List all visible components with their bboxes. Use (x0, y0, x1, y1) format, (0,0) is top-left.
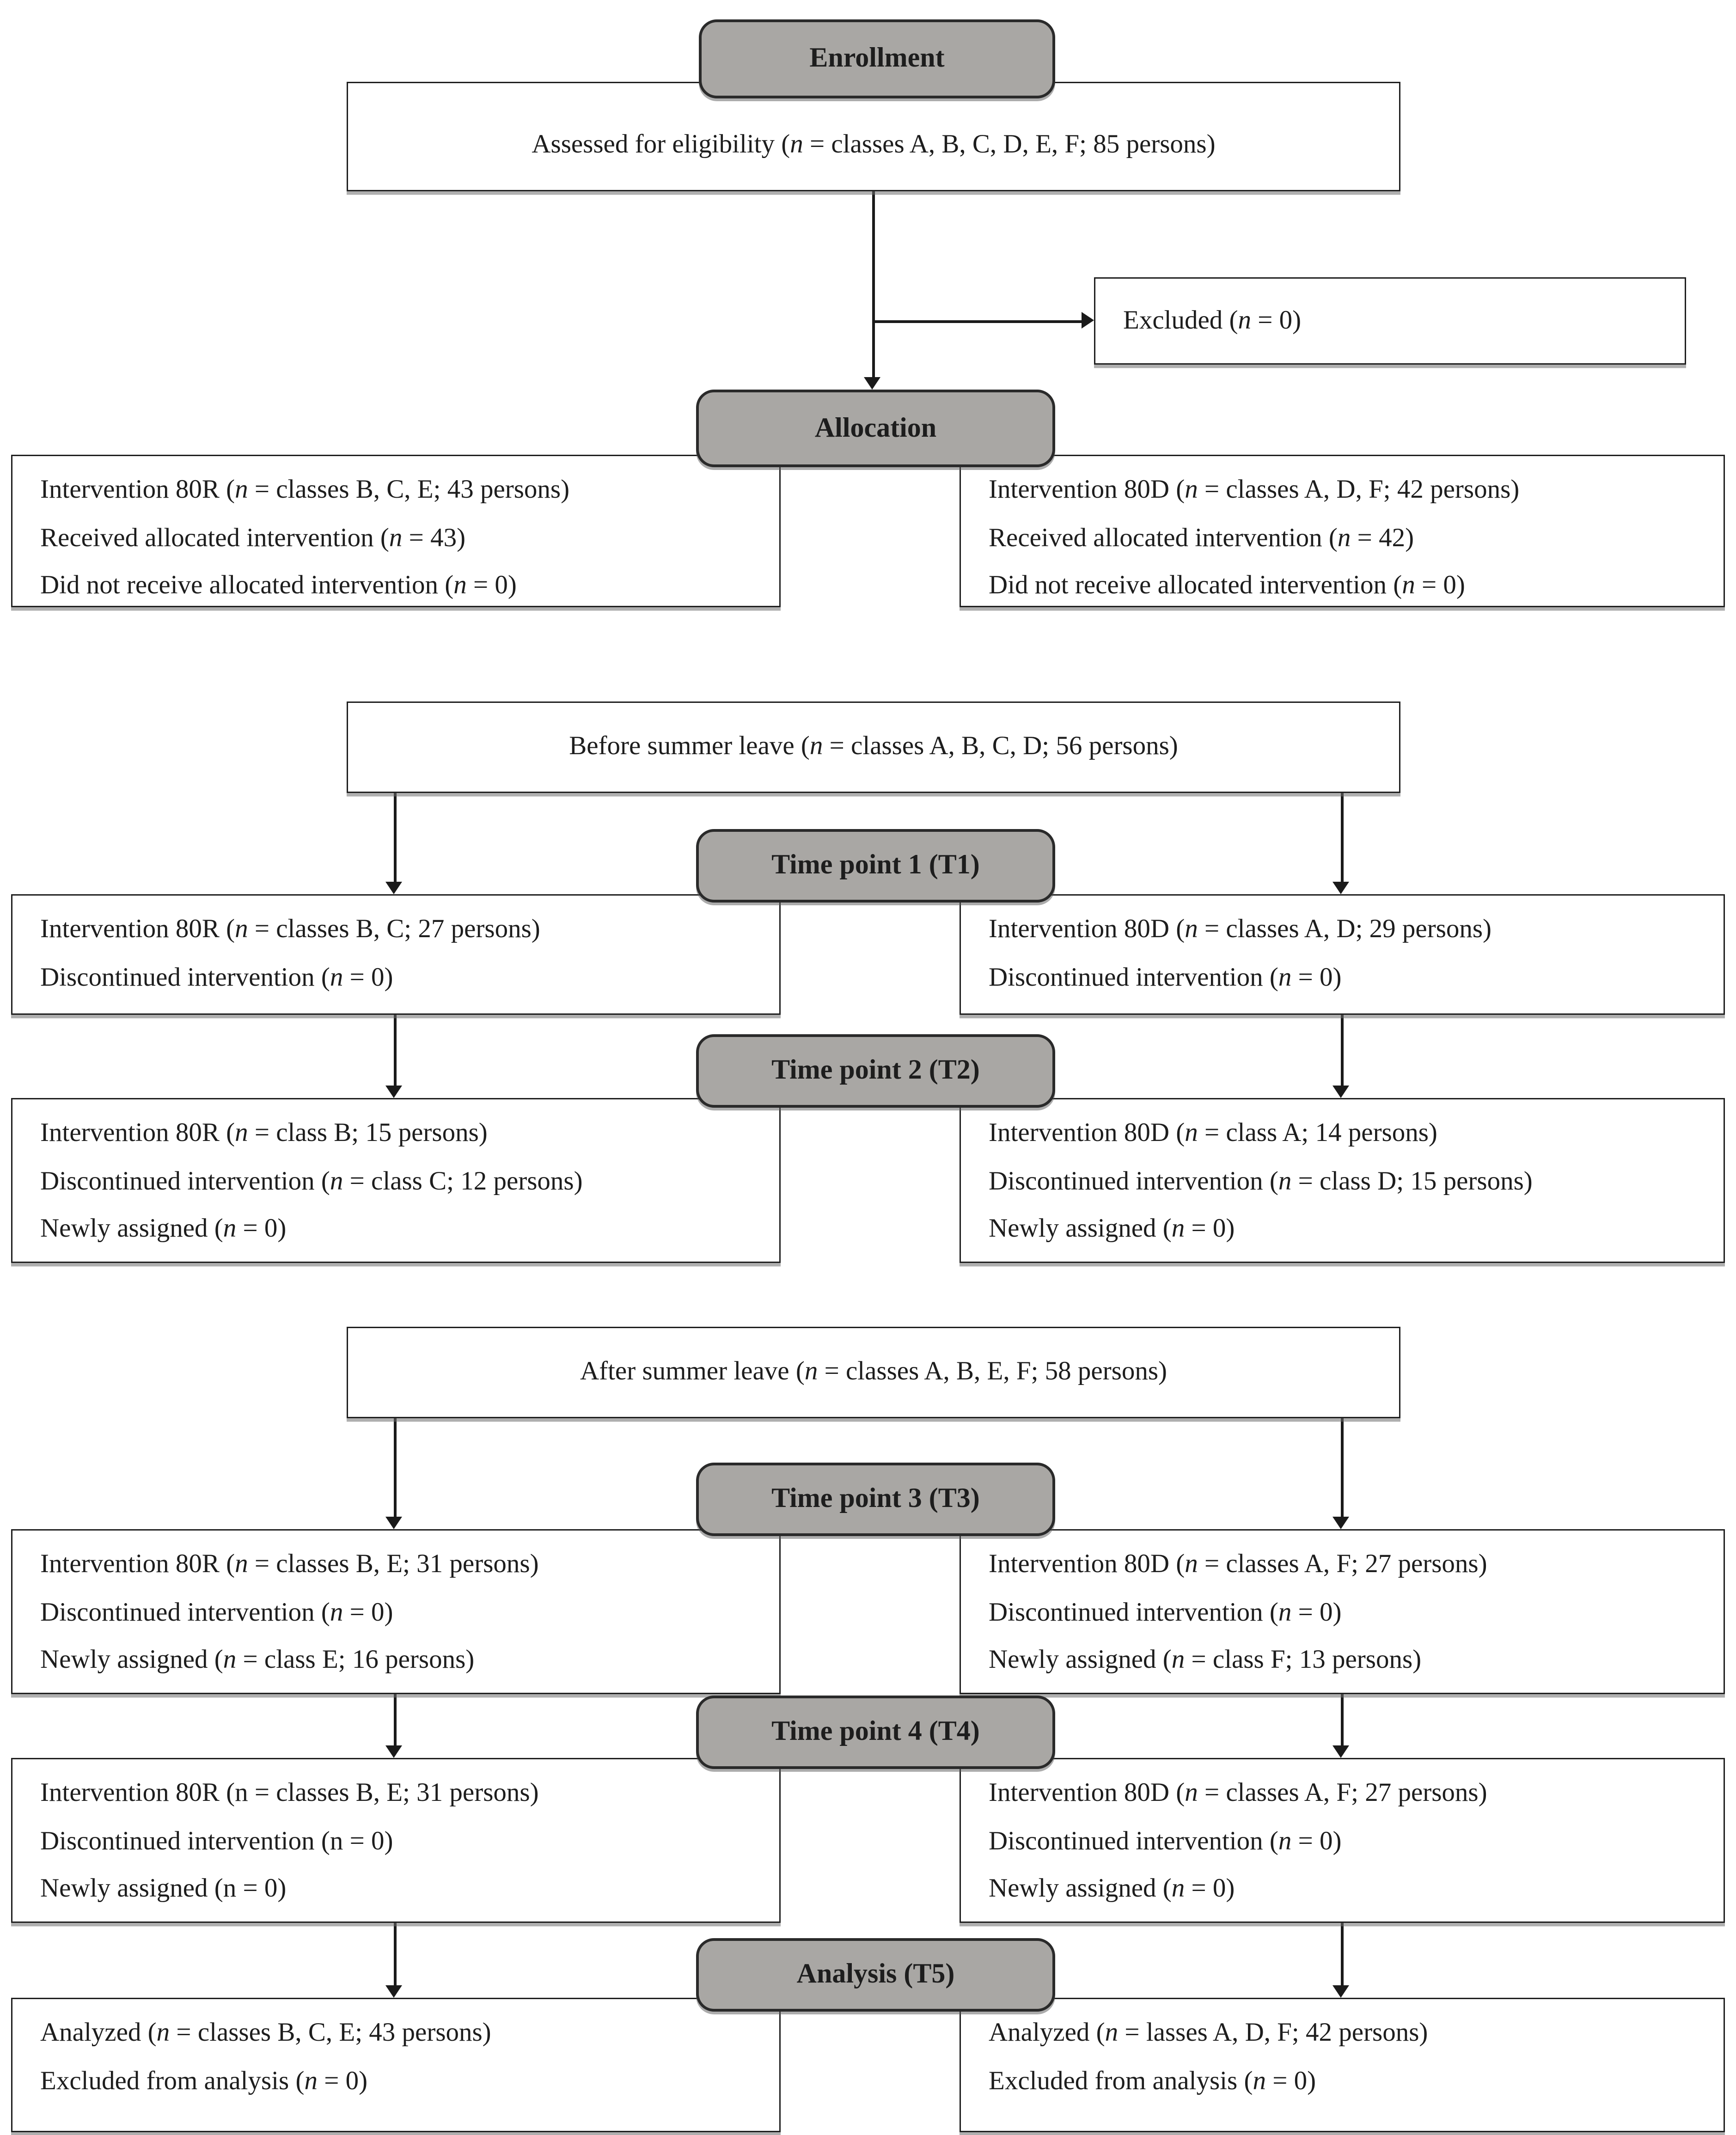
text-line: Did not receive allocated intervention (… (40, 571, 517, 600)
arrow-down-icon (1333, 1985, 1349, 1998)
t3-left-box: Intervention 80R (n = classes B, E; 31 p… (11, 1529, 781, 1694)
connector-line (1341, 793, 1344, 883)
analysis-right-box: Analyzed (n = lasses A, D, F; 42 persons… (960, 1998, 1725, 2132)
text-line: Excluded (n = 0) (1123, 305, 1302, 335)
text-line: Discontinued intervention (n = 0) (40, 1826, 393, 1856)
text-line: Analyzed (n = classes B, C, E; 43 person… (40, 2019, 491, 2048)
arrow-down-icon (864, 377, 880, 390)
connector-line (394, 793, 397, 883)
stage-pill-t1: Time point 1 (T1) (696, 829, 1055, 903)
arrow-down-icon (385, 1985, 402, 1998)
text-line: Intervention 80R (n = classes B, E; 31 p… (40, 1550, 539, 1579)
connector-line (1341, 1923, 1344, 1987)
stage-pill-enrollment: Enrollment (699, 19, 1055, 98)
stage-pill-t4: Time point 4 (T4) (696, 1696, 1055, 1769)
text-line: Intervention 80R (n = class B; 15 person… (40, 1119, 488, 1148)
connector-line (872, 191, 875, 377)
text-line: Received allocated intervention (n = 43) (40, 523, 466, 553)
text-line: Intervention 80D (n = class A; 14 person… (989, 1119, 1437, 1148)
connector-line (1341, 1015, 1344, 1087)
arrow-right-icon (1082, 312, 1094, 329)
t2-right-box: Intervention 80D (n = class A; 14 person… (960, 1098, 1725, 1263)
connector-line (394, 1694, 397, 1747)
text-line: Newly assigned (n = class F; 13 persons) (989, 1646, 1422, 1675)
text-line: Discontinued intervention (n = 0) (40, 1598, 393, 1627)
text-line: Excluded from analysis (n = 0) (40, 2066, 368, 2096)
arrow-down-icon (385, 882, 402, 894)
arrow-down-icon (1333, 882, 1349, 894)
text-line: Intervention 80D (n = classes A, F; 27 p… (989, 1550, 1487, 1579)
stage-pill-label: Allocation (814, 412, 937, 443)
stage-pill-label: Analysis (T5) (796, 1959, 955, 1989)
text-line: Newly assigned (n = class E; 16 persons) (40, 1646, 475, 1675)
text-line: Intervention 80D (n = classes A, F; 27 p… (989, 1779, 1487, 1808)
analysis-left-box: Analyzed (n = classes B, C, E; 43 person… (11, 1998, 781, 2132)
text-line: Newly assigned (n = 0) (989, 1874, 1235, 1903)
stage-pill-label: Time point 2 (T2) (771, 1055, 980, 1086)
stage-pill-label: Time point 1 (T1) (771, 850, 980, 880)
text-line: Newly assigned (n = 0) (989, 1214, 1235, 1244)
t3-right-box: Intervention 80D (n = classes A, F; 27 p… (960, 1529, 1725, 1694)
text-line: Excluded from analysis (n = 0) (989, 2066, 1316, 2096)
text-line: Discontinued intervention (n = 0) (989, 1598, 1342, 1627)
assessed-eligibility-box: Assessed for eligibility (n = classes A,… (347, 82, 1400, 191)
text-line: Intervention 80R (n = classes B, C; 27 p… (40, 915, 540, 944)
connector-line (1341, 1418, 1344, 1518)
t4-left-box: Intervention 80R (n = classes B, E; 31 p… (11, 1758, 781, 1923)
text-line: Discontinued intervention (n = class D; … (989, 1166, 1533, 1196)
text-line: Received allocated intervention (n = 42) (989, 523, 1414, 553)
text-line: Analyzed (n = lasses A, D, F; 42 persons… (989, 2019, 1428, 2048)
arrow-down-icon (1333, 1745, 1349, 1758)
text-line: Intervention 80D (n = classes A, D, F; 4… (989, 476, 1520, 505)
arrow-down-icon (1333, 1086, 1349, 1098)
stage-pill-label: Time point 3 (T3) (771, 1483, 980, 1514)
text-line: Discontinued intervention (n = 0) (40, 963, 393, 992)
allocation-left-box: Intervention 80R (n = classes B, C, E; 4… (11, 455, 781, 607)
text-line: Intervention 80R (n = classes B, C, E; 4… (40, 476, 570, 505)
text-line: Newly assigned (n = 0) (40, 1214, 287, 1244)
arrow-down-icon (1333, 1517, 1349, 1529)
connector-line (394, 1015, 397, 1087)
stage-pill-analysis: Analysis (T5) (696, 1938, 1055, 2012)
connector-line (394, 1418, 397, 1518)
stage-pill-t2: Time point 2 (T2) (696, 1034, 1055, 1108)
stage-pill-t3: Time point 3 (T3) (696, 1463, 1055, 1536)
arrow-down-icon (385, 1745, 402, 1758)
text-line: Assessed for eligibility (n = classes A,… (532, 129, 1216, 159)
text-line: Discontinued intervention (n = 0) (989, 963, 1342, 992)
text-line: Newly assigned (n = 0) (40, 1874, 287, 1903)
connector-line (1341, 1694, 1344, 1747)
text-line: Intervention 80D (n = classes A, D; 29 p… (989, 915, 1492, 944)
text-line: After summer leave (n = classes A, B, E,… (580, 1357, 1168, 1386)
t1-left-box: Intervention 80R (n = classes B, C; 27 p… (11, 894, 781, 1015)
t4-right-box: Intervention 80D (n = classes A, F; 27 p… (960, 1758, 1725, 1923)
t2-left-box: Intervention 80R (n = class B; 15 person… (11, 1098, 781, 1263)
t1-right-box: Intervention 80D (n = classes A, D; 29 p… (960, 894, 1725, 1015)
stage-pill-label: Enrollment (809, 43, 945, 73)
connector-line (394, 1923, 397, 1987)
text-line: Discontinued intervention (n = class C; … (40, 1166, 583, 1196)
after-summer-leave-box: After summer leave (n = classes A, B, E,… (347, 1327, 1400, 1418)
text-line: Discontinued intervention (n = 0) (989, 1826, 1342, 1856)
allocation-right-box: Intervention 80D (n = classes A, D, F; 4… (960, 455, 1725, 607)
arrow-down-icon (385, 1517, 402, 1529)
before-summer-leave-box: Before summer leave (n = classes A, B, C… (347, 702, 1400, 793)
text-line: Before summer leave (n = classes A, B, C… (569, 732, 1178, 761)
stage-pill-label: Time point 4 (T4) (771, 1716, 980, 1747)
text-line: Intervention 80R (n = classes B, E; 31 p… (40, 1779, 539, 1808)
stage-pill-allocation: Allocation (696, 390, 1055, 467)
text-line: Did not receive allocated intervention (… (989, 571, 1465, 600)
arrow-down-icon (385, 1086, 402, 1098)
excluded-box: Excluded (n = 0) (1094, 277, 1686, 365)
connector-line (874, 320, 1082, 323)
